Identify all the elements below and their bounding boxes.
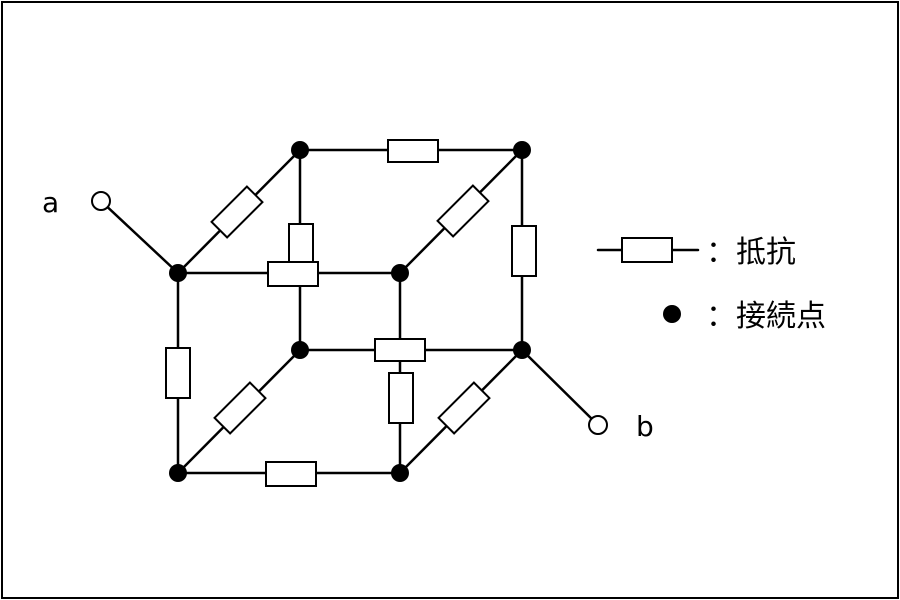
wire-lead-b bbox=[520, 348, 600, 427]
node-dot bbox=[391, 464, 409, 482]
legend-node-symbol bbox=[663, 305, 681, 323]
resistor bbox=[511, 225, 537, 277]
legend-resistor-label: ：抵抗 bbox=[706, 235, 796, 270]
resistor bbox=[265, 461, 317, 487]
node-dot bbox=[169, 464, 187, 482]
resistor bbox=[213, 381, 267, 435]
terminal-b-label: b bbox=[636, 410, 654, 443]
wire-lead-a bbox=[99, 199, 180, 275]
node-dot bbox=[291, 141, 309, 159]
resistor bbox=[210, 185, 264, 239]
terminal-b bbox=[588, 415, 608, 435]
legend: ：抵抗 ：接続点 bbox=[596, 235, 826, 334]
connection-nodes bbox=[169, 141, 531, 482]
legend-node-label: ：接続点 bbox=[706, 299, 826, 334]
node-dot bbox=[291, 341, 309, 359]
terminal-a bbox=[91, 191, 111, 211]
legend-resistor-symbol bbox=[621, 237, 673, 263]
resistor bbox=[437, 381, 491, 435]
terminal-a-label: a bbox=[42, 186, 59, 219]
node-dot bbox=[169, 264, 187, 282]
resistor bbox=[388, 372, 414, 424]
resistor bbox=[436, 184, 490, 238]
resistor bbox=[267, 261, 319, 287]
resistor bbox=[387, 139, 439, 163]
node-dot bbox=[513, 141, 531, 159]
node-dot bbox=[391, 264, 409, 282]
resistor bbox=[374, 338, 426, 362]
node-dot bbox=[513, 341, 531, 359]
resistors bbox=[165, 139, 537, 487]
resistor bbox=[165, 347, 191, 399]
